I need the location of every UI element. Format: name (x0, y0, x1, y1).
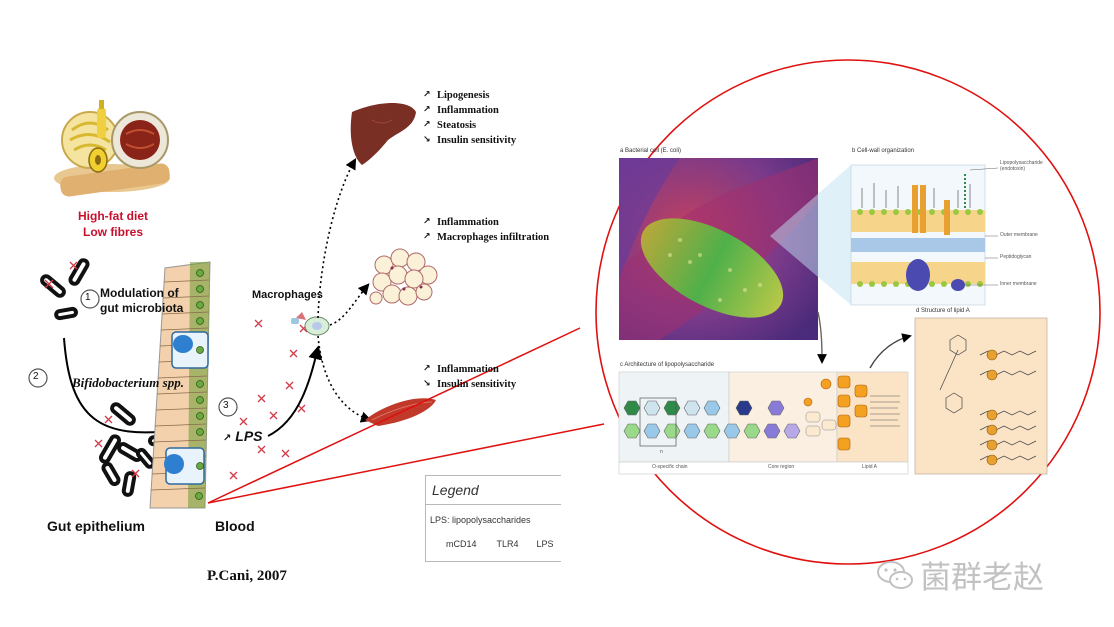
legend-title: Legend (426, 476, 561, 505)
modulation-line-2: gut microbiota (100, 301, 184, 315)
food-illustration (54, 100, 170, 197)
repeat-n-label: n (660, 449, 663, 455)
diet-label: High-fat diet Low fibres (58, 208, 168, 240)
zoom-line-lower (207, 423, 605, 504)
legend-key-cd14: mCD14 (446, 539, 477, 549)
panel-c-label: c Architecture of lipopolysaccharide (620, 362, 715, 368)
step-circles (28, 289, 238, 417)
bifidobacterium-label: Bifidobacterium spp. (72, 375, 184, 390)
dotted-arrow-muscle (317, 335, 373, 423)
muscle-effects: ↗ Inflammation ↘ Insulin sensitivity (423, 362, 516, 392)
liver-effect-row: ↘ Insulin sensitivity (423, 133, 516, 148)
dotted-arrow-adipose (329, 283, 370, 326)
adipose-effects: ↗ Inflammation ↗ Macrophages infiltration (423, 215, 549, 245)
increase-arrow-icon: ↗ (423, 217, 431, 227)
lps-up-arrow-icon: ↗ (223, 433, 232, 444)
muscle-effect-row: ↘ Insulin sensitivity (423, 377, 516, 392)
legend-key-lps: LPS (536, 539, 554, 549)
decrease-arrow-icon: ↘ (423, 135, 431, 145)
diet-line-1: High-fat diet (78, 209, 148, 223)
wechat-icon (877, 560, 913, 589)
dotted-arrow-liver (317, 158, 357, 319)
adipose-effect-text: Macrophages infiltration (437, 232, 550, 243)
citation: P.Cani, 2007 (207, 568, 287, 584)
step-2-number: 2 (33, 371, 39, 382)
o-chain-label: O-specific chain (652, 464, 688, 470)
lps-markers (44, 261, 308, 480)
legend-key-tlr4: TLR4 (496, 539, 519, 549)
gut-epithelium-column (149, 261, 211, 509)
adipose-effect-row: ↗ Inflammation (423, 215, 549, 230)
decrease-arrow-icon: ↘ (423, 379, 431, 389)
step-3-number: 3 (223, 400, 229, 411)
legend-lps-definition: LPS: lipopolysaccharides (430, 515, 531, 525)
panel-b-label: b Cell-wall organization (852, 148, 915, 154)
muscle-effect-row: ↗ Inflammation (423, 362, 516, 377)
lps-label: ↗ LPS (223, 428, 263, 444)
lps-text: LPS (235, 428, 263, 444)
macrophage-cell (291, 312, 330, 336)
increase-arrow-icon: ↗ (423, 364, 431, 374)
liver-effect-text: Insulin sensitivity (437, 135, 517, 146)
pathway-arrow-2 (63, 337, 181, 439)
muscle-effect-text: Inflammation (437, 364, 499, 375)
liver-effects: ↗ Lipogenesis ↗ Inflammation ↗ Steatosis ↘ Insu… (423, 88, 516, 148)
peptidoglycan-label: Peptidoglycan (1000, 254, 1032, 260)
watermark: 菌群老赵 (876, 552, 1044, 597)
step-1-number: 1 (85, 292, 91, 303)
panel-d-label: d Structure of lipid A (916, 308, 970, 314)
inner-membrane-label: Inner membrane (1000, 281, 1037, 287)
pathway-arrow-3 (267, 345, 323, 437)
panel-a-label: a Bacterial cell (E. coli) (620, 148, 682, 154)
liver-effect-text: Lipogenesis (437, 90, 490, 101)
adipose-effect-row: ↗ Macrophages infiltration (423, 230, 549, 245)
lps-endotoxin-label: Lipopolysaccharide (endotoxin) (1000, 160, 1043, 172)
increase-arrow-icon: ↗ (423, 232, 431, 242)
legend-keys: mCD14 TLR4 LPS (426, 525, 561, 549)
muscle-effect-text: Insulin sensitivity (437, 379, 517, 390)
increase-arrow-icon: ↗ (423, 90, 431, 100)
zoom-line-upper (207, 327, 581, 504)
blood-label: Blood (215, 518, 255, 534)
diet-line-2: Low fibres (82, 225, 143, 239)
modulation-line-1: Modulation of (100, 286, 179, 300)
adipose-tissue-icon (369, 248, 438, 306)
zoom-inset (595, 59, 1101, 565)
legend-box: Legend LPS: lipopolysaccharides mCD14 TL… (425, 475, 561, 562)
watermark-text: 菌群老赵 (920, 560, 1044, 595)
liver-effect-row: ↗ Steatosis (423, 118, 516, 133)
lipid-a-label: Lipid A (862, 464, 878, 470)
increase-arrow-icon: ↗ (423, 105, 431, 115)
increase-arrow-icon: ↗ (423, 120, 431, 130)
outer-membrane-label: Outer membrane (1000, 232, 1038, 238)
adipose-effect-text: Inflammation (437, 217, 499, 228)
core-region-label: Core region (768, 464, 795, 470)
gut-epithelium-label: Gut epithelium (47, 518, 145, 534)
liver-effect-row: ↗ Lipogenesis (423, 88, 516, 103)
liver-effect-text: Steatosis (437, 120, 477, 131)
liver-icon (350, 103, 416, 165)
modulation-label: Modulation of gut microbiota (100, 286, 183, 316)
macrophages-label: Macrophages (252, 289, 323, 301)
liver-effect-row: ↗ Inflammation (423, 103, 516, 118)
liver-effect-text: Inflammation (437, 105, 499, 116)
